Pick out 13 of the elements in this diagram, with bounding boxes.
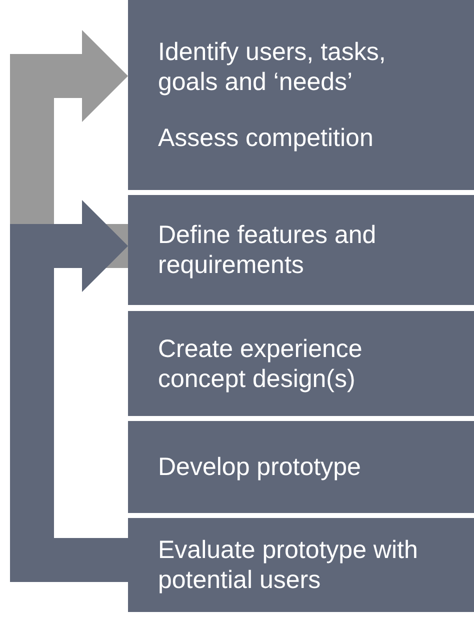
step-text: Develop prototype xyxy=(158,452,362,482)
step-text: Create experience concept design(s) xyxy=(158,334,364,394)
block-arrow xyxy=(10,30,128,268)
step-text: Evaluate prototype with potential users xyxy=(158,535,419,595)
step-box xyxy=(128,311,474,416)
step-box xyxy=(128,0,474,190)
step-text: Define features and requirements xyxy=(158,220,378,280)
step-text: Identify users, tasks, goals and ‘needs’ xyxy=(158,37,387,97)
step-box xyxy=(128,421,474,513)
block-arrow xyxy=(10,200,128,582)
step-box xyxy=(128,195,474,305)
step-box xyxy=(128,518,474,612)
step-text: Assess competition xyxy=(158,123,374,153)
